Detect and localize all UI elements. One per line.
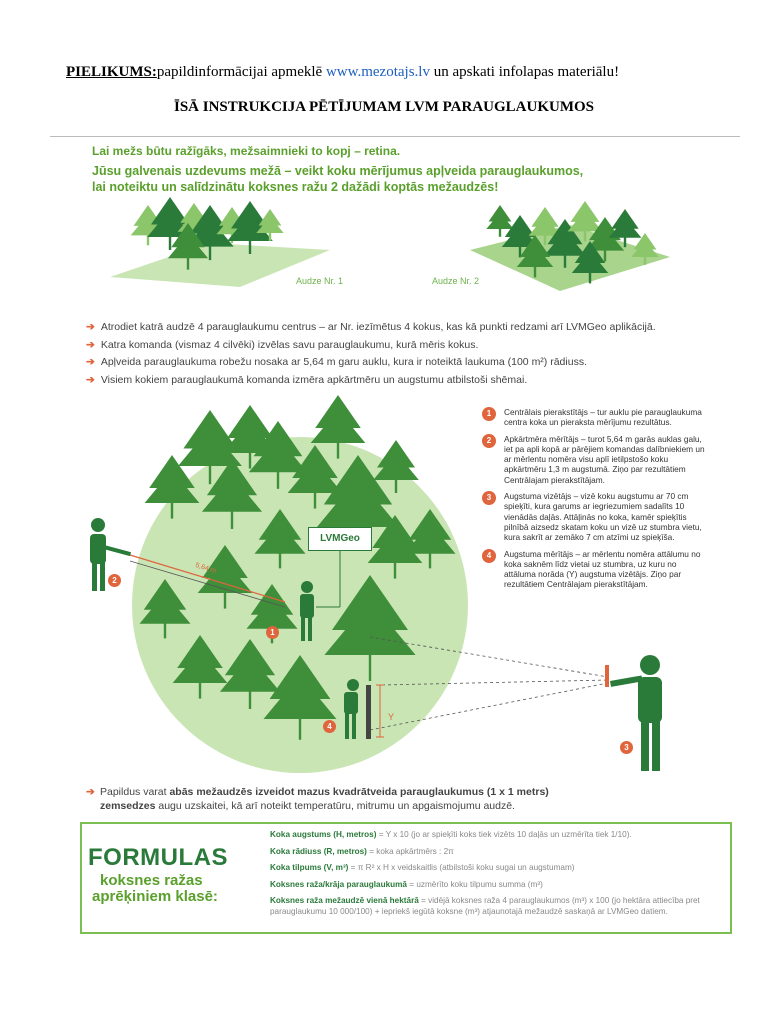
lvmgeo-label: LVMGeo [308,527,372,551]
tree-icon [227,201,273,254]
arrow-right-icon: ➔ [86,356,95,368]
step-number: 3 [482,491,496,506]
formula-list: Koka augstums (H, metros) = Y x 10 (jo a… [270,830,720,923]
arrow-right-icon: ➔ [86,786,95,798]
instruction-bullets: ➔Atrodiet katrā audzē 4 parauglaukumu ce… [86,321,656,391]
tree-icon [516,235,554,278]
tree-icon [567,201,603,242]
marker-4: 4 [323,720,336,733]
tree-icon [254,509,306,569]
bullet-item: ➔Apļveida parauglaukuma robežu nosaka ar… [86,356,587,368]
tree-icon [256,209,284,241]
y-label: Y [388,712,395,722]
header-label: PIELIKUMS: [66,64,157,80]
intro-line-1: Lai mežs būtu ražīgāks, mežsaimnieki to … [92,144,401,158]
formula-item: Koka rādiuss (R, metros) = koka apkārtmē… [270,846,454,856]
step-number: 4 [482,548,496,563]
tree-icon [631,233,659,265]
tree-icon [144,455,200,519]
arrow-right-icon: ➔ [86,373,95,386]
tree-icon [373,440,419,493]
tree-icon [139,579,191,639]
step-number: 1 [482,407,496,421]
arrow-right-icon: ➔ [86,321,95,333]
tree-icon [263,655,337,740]
arrow-right-icon: ➔ [86,338,95,351]
stand-1-label: Audze Nr. 1 [296,276,344,286]
bullet-item: ➔Atrodiet katrā audzē 4 parauglaukumu ce… [86,321,656,333]
intro-line-2: Jūsu galvenais uzdevums mežā – veikt kok… [92,164,584,178]
formulas-title: FORMULAS [88,844,228,871]
tree-icon [544,219,586,268]
tree-icon [608,209,642,248]
document-title: ĪSĀ INSTRUKCIJA PĒTĪJUMAM LVM PARAUGLAUK… [173,99,595,115]
additional-note: ➔ Papildus varat abās mežaudzēs izveidot… [86,786,549,812]
formulas-subtitle-2: aprēķiniem klasē: [92,888,218,905]
formula-item: Koka augstums (H, metros) = Y x 10 (jo a… [270,830,632,839]
intro-line-3: lai noteiktu un salīdzinātu koksnes ražu… [92,180,499,194]
plot-diagram [90,395,662,773]
tree-icon [571,241,609,284]
step-number: 2 [482,433,496,448]
stand-2-label: Audze Nr. 2 [432,276,480,286]
divider [50,136,740,137]
bullet-item: ➔Visiem kokiem parauglaukumā komanda izm… [86,373,528,386]
tree-icon [178,410,242,485]
header-link[interactable]: www.mezotajs.lv [325,64,430,80]
marker-2: 2 [108,574,121,587]
header-text-after: un apskati infolapas materiālu! [429,64,620,80]
forest-stands-illustration [110,197,670,291]
header-text-before: papildinformācijai apmeklē [156,64,326,80]
formulas-subtitle-1: koksnes ražas [100,872,203,889]
tree-icon [404,509,456,569]
marker-1: 1 [266,626,279,639]
header-line: PIELIKUMS:papildinformācijai apmeklē www… [66,64,619,81]
tree-icon [486,205,514,237]
formula-item: Koksnes raža/krāja parauglaukumā = uzmēr… [270,879,543,889]
bullet-item: ➔Katra komanda (vismaz 4 cilvēki) izvēla… [86,338,479,351]
tree-icon [324,575,416,681]
tree-icon [310,395,366,459]
tree-icon [201,459,263,529]
tree-icon [501,215,539,258]
formulas-box: FORMULAS koksnes ražas aprēķiniem klasē:… [80,822,732,934]
marker-3: 3 [620,741,633,754]
tree-icon [172,635,228,699]
tree-icon [167,223,209,270]
tree-icon [248,421,308,489]
tree-icon [287,445,343,509]
tree-icon [219,639,281,709]
formula-item: Koksnes raža mežaudzē vienā hektārā = vi… [270,896,700,916]
formula-item: Koka tilpums (V, m³) = π R² x H x veidsk… [270,863,575,872]
tree-icon [528,207,562,246]
tree-icon [367,515,423,579]
